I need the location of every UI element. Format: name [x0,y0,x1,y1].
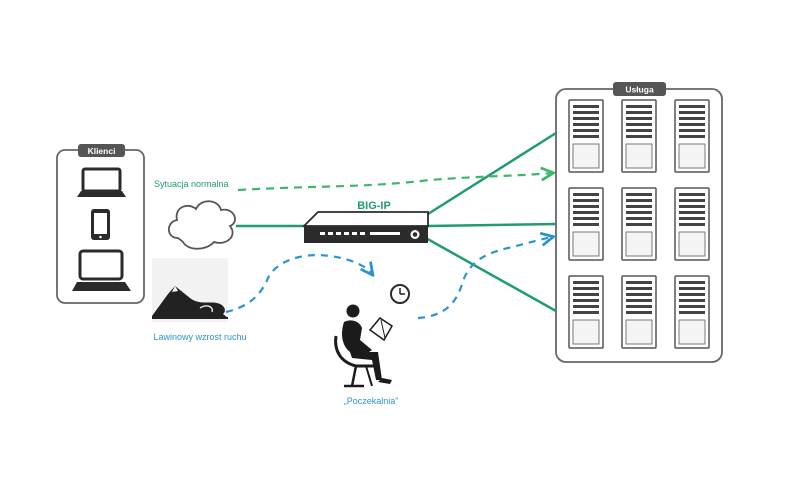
server-rack-icon [674,99,710,173]
server-rack-icon [621,275,657,349]
desktop-monitor-icon [77,167,126,197]
tsunami-wave-icon [152,258,228,322]
normal-flow-arrow [237,173,552,192]
load-balancer-appliance-icon [301,211,429,243]
clients-title: Klienci [88,146,116,156]
server-rack-icon [674,275,710,349]
service-title: Usługa [625,85,654,95]
server-rack-icon [568,187,604,261]
surge-flow-arrow [225,254,372,314]
link-to-top-servers [427,131,557,216]
clients-title-tab [78,144,125,157]
server-rack-icon [621,187,657,261]
release-flow-arrow [417,237,552,320]
smartphone-icon [91,209,110,240]
server-rack-icon [568,275,604,349]
waiting-room-label: „Poczekalnia” [344,396,399,406]
server-rack-icon [621,99,657,173]
server-rack-icon [674,187,710,261]
surge-label: Lawinowy wzrost ruchu [153,332,246,342]
clock-icon [390,284,410,304]
cloud-icon [167,200,236,250]
person-reading-in-chair-icon [334,304,393,388]
link-to-middle-servers [427,222,557,228]
normal-flow-label: Sytuacja normalna [154,179,229,189]
link-to-bottom-servers [423,235,557,313]
laptop-icon [72,249,131,291]
server-grid [568,99,710,349]
bigip-appliance: BIG-IP [301,200,429,243]
service-group: Usługa [555,82,723,363]
clients-group: Klienci [56,144,145,304]
service-title-tab [613,82,666,96]
server-rack-icon [568,99,604,173]
bigip-label: BIG-IP [357,200,391,212]
